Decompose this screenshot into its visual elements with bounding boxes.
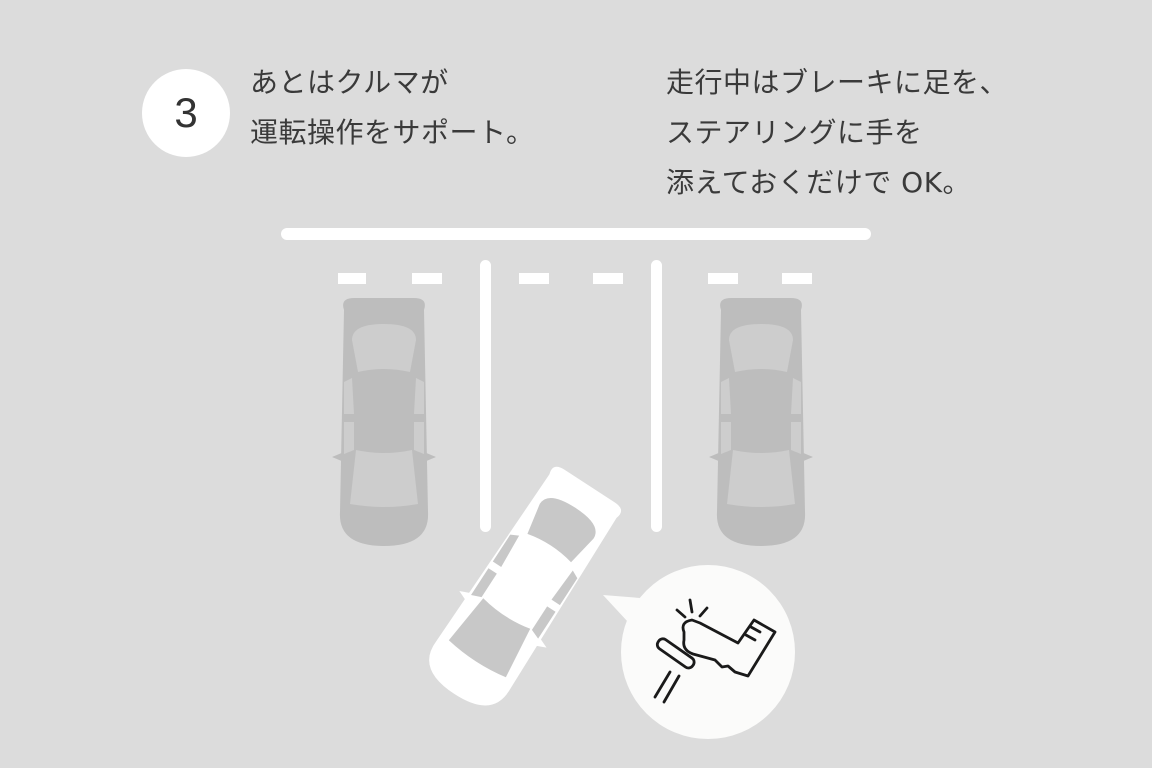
parking-boundary-line <box>281 228 871 240</box>
parking-dashes <box>338 273 812 284</box>
step-note-line: ステアリングに手を <box>666 116 923 149</box>
step-title-line: あとはクルマが <box>250 66 449 99</box>
step-note-line: 添えておくだけで OK。 <box>666 166 972 199</box>
step-title: あとはクルマが 運転操作をサポート。 <box>250 58 534 158</box>
step-note: 走行中はブレーキに足を、 ステアリングに手を 添えておくだけで OK。 <box>666 58 1008 208</box>
parked-car-icon <box>332 298 436 546</box>
step-number: 3 <box>174 89 198 136</box>
stall-divider-line <box>651 260 662 532</box>
foot-on-brake-pedal-icon <box>653 598 777 704</box>
step-note-line: 走行中はブレーキに足を、 <box>666 66 1009 99</box>
moving-car-icon <box>410 457 634 723</box>
step-number-badge: 3 <box>142 69 230 157</box>
parked-car-icon <box>709 298 813 546</box>
step-title-line: 運転操作をサポート。 <box>250 116 535 149</box>
speech-bubble <box>603 565 795 739</box>
stall-divider-line <box>480 260 491 532</box>
